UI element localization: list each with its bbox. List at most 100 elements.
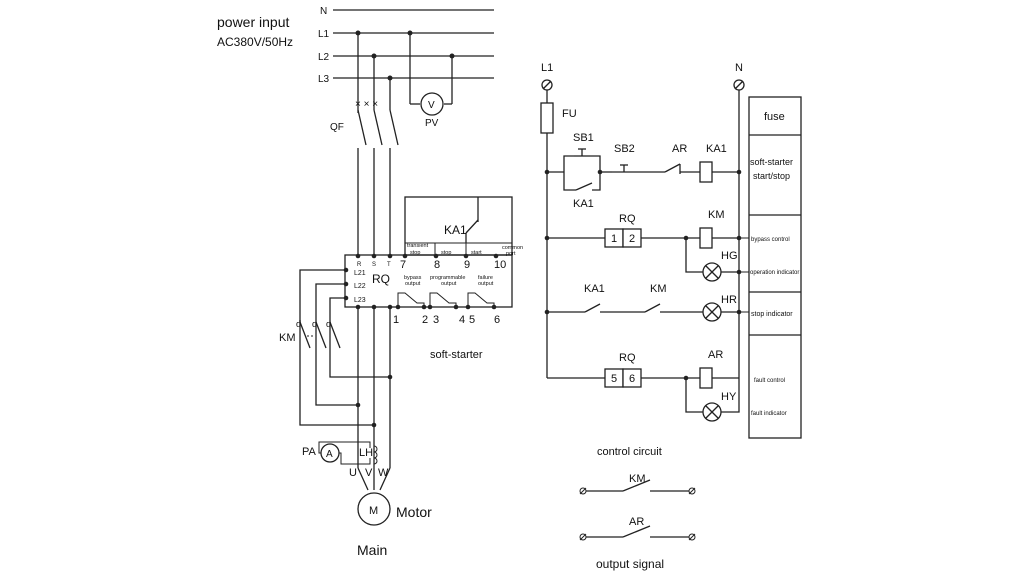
voltmeter-pv: V PV: [420, 92, 444, 129]
terminal-10: 10: [494, 259, 506, 271]
terminal-s: S: [372, 262, 376, 268]
rq-fault-label: RQ: [619, 352, 636, 364]
stop-label: stop: [441, 250, 451, 256]
ammeter-label: PA: [302, 446, 317, 458]
legend-bypass-control: bypass control: [751, 237, 790, 243]
terminal-l23: L23: [354, 297, 366, 304]
terminal-l21: L21: [354, 270, 366, 277]
motor-terminal-u: U: [349, 467, 357, 479]
motor-leads: [357, 307, 391, 491]
bus-label-l2: L2: [318, 52, 330, 63]
hy-lamp-label: HY: [721, 391, 737, 403]
hg-lamp-label: HG: [721, 250, 738, 262]
failure-output-word: output: [478, 281, 494, 287]
soft-starter-rq-label: RQ: [372, 272, 390, 286]
bypass-output-word: output: [405, 281, 421, 287]
bus-label-l1: L1: [318, 29, 330, 40]
svg-text:d: d: [326, 319, 331, 329]
output-km-label: KM: [629, 473, 646, 485]
terminal-2: 2: [422, 314, 428, 326]
legend-operation-indicator: operation indicator: [750, 270, 799, 276]
function-legend: fuse soft-starter start/stop bypass cont…: [739, 96, 802, 439]
control-circuit-caption: control circuit: [597, 446, 662, 458]
current-transformer-label: LH: [359, 447, 373, 459]
fuse-label: FU: [562, 108, 577, 120]
transient-stop-label: stop: [410, 250, 420, 256]
common-label: common: [502, 245, 523, 251]
terminal-dots: [343, 253, 499, 310]
terminal-1: 1: [393, 314, 399, 326]
motor-terminal-v: V: [365, 467, 373, 479]
ka1-contact-label: KA1: [444, 223, 467, 237]
svg-text:d: d: [312, 319, 317, 329]
terminal-r: R: [357, 262, 362, 268]
control-l1-label: L1: [541, 62, 553, 74]
control-circuit: L1 N FU SB1 KA1 SB2: [540, 62, 745, 458]
rq-terminal-6: 6: [629, 373, 635, 385]
voltmeter-symbol: V: [428, 100, 435, 111]
terminal-9: 9: [464, 259, 470, 271]
motor-symbol: M: [369, 505, 378, 517]
rq-bypass-label: RQ: [619, 213, 636, 225]
ka1-hold-label: KA1: [573, 198, 594, 210]
rq-terminal-1: 1: [611, 233, 617, 245]
svg-text:d: d: [296, 319, 301, 329]
voltmeter-label: PV: [425, 118, 439, 129]
terminal-t: T: [387, 262, 391, 268]
bus-label-n: N: [320, 6, 327, 17]
legend-stop-indicator: stop indicator: [751, 311, 793, 318]
rq-terminal-2: 2: [629, 233, 635, 245]
motor-label: Motor: [396, 504, 432, 520]
soft-starter-block: R S T L21 L22 L23 RQ 7 8 9 10 transient …: [344, 196, 523, 361]
output-signal: KM AR output signal: [579, 473, 696, 571]
terminal-5: 5: [469, 314, 475, 326]
legend-fault-indicator: fault indicator: [751, 411, 787, 417]
sb1-label: SB1: [573, 132, 594, 144]
svg-text:× × ×: × × ×: [355, 99, 378, 110]
ka1-stop-label: KA1: [584, 283, 605, 295]
start-label: start: [471, 250, 482, 256]
soft-starter-caption: soft-starter: [430, 349, 483, 361]
transient-label: transient: [407, 243, 429, 249]
breaker-qf: × × × QF: [330, 99, 399, 255]
breaker-label: QF: [330, 122, 344, 133]
legend-fuse: fuse: [764, 111, 785, 123]
ka1-coil-label: KA1: [706, 143, 727, 155]
sb2-label: SB2: [614, 143, 635, 155]
bypass-contactor-km: d d d KM: [279, 269, 393, 428]
km-coil-label: KM: [708, 209, 725, 221]
bypass-km-label: KM: [279, 332, 296, 344]
supply-bus: N L1 L2 L3: [318, 6, 494, 110]
ar-contact-label: AR: [672, 143, 687, 155]
bus-label-l3: L3: [318, 74, 330, 85]
hr-lamp-label: HR: [721, 294, 737, 306]
legend-soft-starter: soft-starter: [750, 157, 793, 167]
power-input-title: power input: [217, 14, 289, 30]
terminal-8: 8: [434, 259, 440, 271]
ammeter-pa: PA A LH: [302, 441, 378, 465]
output-ar-label: AR: [629, 516, 644, 528]
power-input-spec: AC380V/50Hz: [217, 35, 293, 49]
output-signal-caption: output signal: [596, 557, 664, 571]
programmable-output-label: programmable: [430, 275, 465, 281]
programmable-output-word: output: [441, 281, 457, 287]
terminal-7: 7: [400, 259, 406, 271]
motor-terminal-w: W: [378, 467, 389, 479]
port-label: port: [506, 251, 516, 257]
motor: U V W M Motor Main: [349, 467, 432, 558]
legend-start-stop: start/stop: [753, 171, 790, 181]
terminal-4: 4: [459, 314, 465, 326]
ammeter-symbol: A: [326, 449, 333, 460]
failure-output-label: failure: [478, 275, 493, 281]
terminal-l22: L22: [354, 283, 366, 290]
control-n-label: N: [735, 62, 743, 74]
main-circuit-caption: Main: [357, 542, 387, 558]
rq-terminal-5: 5: [611, 373, 617, 385]
ar-coil-label: AR: [708, 349, 723, 361]
terminal-3: 3: [433, 314, 439, 326]
legend-fault-control: fault control: [754, 378, 785, 384]
km-stop-label: KM: [650, 283, 667, 295]
bypass-output-label: bypass: [404, 275, 422, 281]
terminal-6: 6: [494, 314, 500, 326]
